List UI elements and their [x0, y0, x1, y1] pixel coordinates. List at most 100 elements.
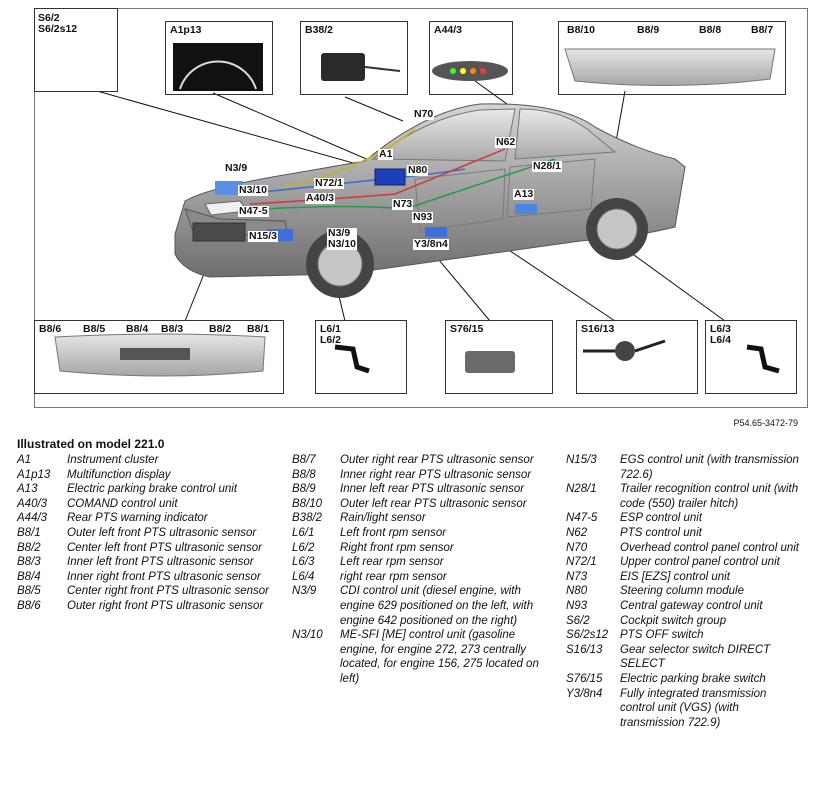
legend-description: ME-SFI [ME] control unit (gasoline engin…	[340, 629, 539, 685]
legend-code: L6/3	[292, 556, 315, 569]
label-n73: N73	[392, 198, 414, 210]
legend-item: B8/9 Inner left rear PTS ultrasonic senso…	[292, 482, 540, 497]
callout-b8-10-label: B8/10	[567, 24, 596, 36]
callout-b8-7-label: B8/7	[751, 24, 774, 36]
legend-item: S16/13 Gear selector switch DIRECT SELECT	[566, 643, 800, 672]
legend-code: N70	[566, 541, 588, 554]
callout-b8-8-label: B8/8	[699, 24, 722, 36]
legend-code: N73	[566, 570, 588, 583]
legend-code: N80	[566, 585, 588, 598]
legend-code: S6/2s12	[566, 629, 609, 642]
label-n153: N15/3	[248, 230, 279, 242]
legend-code: B8/1	[17, 526, 41, 539]
legend-code: A1	[17, 454, 32, 466]
legend-description: Upper control panel control unit	[620, 556, 780, 569]
legend-description: Left rear rpm sensor	[340, 556, 444, 569]
callout-b38-label: B38/2	[305, 24, 334, 36]
callout-l61-label: L6/1 L6/2	[320, 323, 342, 346]
legend-code: S16/13	[566, 643, 603, 656]
legend-description: PTS control unit	[620, 526, 702, 539]
legend-description: Right front rpm sensor	[340, 541, 454, 554]
legend-description: Rain/light sensor	[340, 512, 426, 525]
label-n80: N80	[407, 164, 429, 176]
legend-item: N73 EIS [EZS] control unit	[566, 570, 800, 585]
legend-description: Outer left front PTS ultrasonic sensor	[67, 526, 257, 539]
legend-description: COMAND control unit	[67, 497, 178, 510]
legend-description: Inner left front PTS ultrasonic sensor	[67, 556, 254, 569]
legend-code: N3/10	[292, 629, 323, 642]
callout-b8-6-label: B8/6	[39, 323, 62, 335]
legend-item: L6/2 Right front rpm sensor	[292, 541, 540, 556]
legend-code: L6/2	[292, 541, 315, 554]
callout-a44-label: A44/3	[434, 24, 463, 36]
legend-description: Central gateway control unit	[620, 599, 763, 612]
legend-code: B8/2	[17, 541, 41, 554]
legend-code: S76/15	[566, 672, 603, 685]
legend-code: N47-5	[566, 512, 598, 525]
legend-description: CDI control unit (diesel engine, with en…	[340, 585, 534, 627]
callout-box-a44: A44/3	[429, 21, 513, 95]
callout-s6-label: S6/2 S6/2s12	[38, 12, 78, 35]
legend-description: Inner left rear PTS ultrasonic sensor	[340, 483, 525, 496]
legend-description: Outer right rear PTS ultrasonic sensor	[340, 454, 534, 466]
legend-code: S6/2	[566, 614, 590, 627]
figure-reference: P54.65-3472-79	[733, 418, 798, 428]
legend-code: A13	[17, 483, 38, 496]
callout-b8-5-label: B8/5	[83, 323, 106, 335]
legend-description: Gear selector switch DIRECT SELECT	[620, 643, 771, 671]
legend-code: B8/10	[292, 497, 323, 510]
label-n93: N93	[412, 211, 434, 223]
callout-a1p13-label: A1p13	[170, 24, 202, 36]
legend-item: A1 Instrument cluster	[17, 453, 277, 468]
callout-box-s6: S6/2 S6/2s12	[34, 8, 118, 92]
legend-item: N80 Steering column module	[566, 584, 800, 599]
component-location-diagram: S6/2 S6/2s12 A1p13 B38/2 A44/3 B8/10 B8/…	[34, 8, 808, 408]
legend-code: N72/1	[566, 556, 597, 569]
legend-code: L6/1	[292, 526, 315, 539]
legend-code: B8/5	[17, 585, 41, 598]
legend-description: EGS control unit (with transmission 722.…	[620, 454, 799, 481]
legend-code: A1p13	[17, 468, 51, 481]
legend-description: Electric parking brake control unit	[67, 483, 238, 496]
label-n28: N28/1	[532, 160, 563, 172]
legend-item: L6/3 Left rear rpm sensor	[292, 555, 540, 570]
callout-box-l63: L6/3 L6/4	[705, 320, 797, 394]
legend-item: S6/2s12 PTS OFF switch	[566, 628, 800, 643]
legend-code: L6/4	[292, 570, 315, 583]
legend-code: B8/9	[292, 483, 316, 496]
callout-box-s76: S76/15	[445, 320, 553, 394]
legend-code: B8/6	[17, 599, 41, 612]
legend-description: Electric parking brake switch	[620, 672, 766, 685]
legend-description: Steering column module	[620, 585, 745, 598]
callout-s76-label: S76/15	[450, 323, 484, 335]
callout-box-s16: S16/13	[576, 320, 698, 394]
legend-description: PTS OFF switch	[620, 629, 704, 642]
legend-description: EIS [EZS] control unit	[620, 570, 730, 583]
legend-description: Instrument cluster	[67, 454, 159, 466]
label-n39: N3/9	[224, 162, 249, 174]
legend-item: B8/1 Outer left front PTS ultrasonic sens…	[17, 526, 277, 541]
callout-box-b38: B38/2	[300, 21, 408, 95]
legend-code: B8/4	[17, 570, 41, 583]
label-n62: N62	[495, 136, 517, 148]
legend-description: Outer right front PTS ultrasonic sensor	[67, 599, 264, 612]
legend-item: S76/15 Electric parking brake switch	[566, 672, 800, 687]
car-illustration	[174, 103, 686, 298]
legend-description: Cockpit switch group	[620, 614, 727, 627]
legend-code: B8/7	[292, 454, 316, 466]
